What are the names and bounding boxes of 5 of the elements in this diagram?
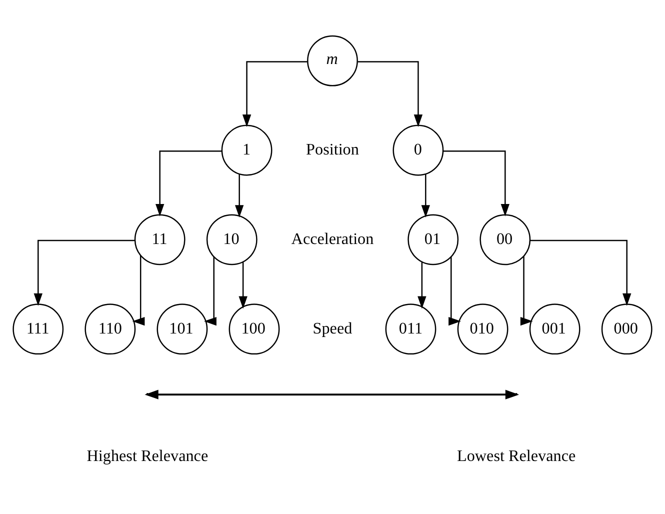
- label: Lowest Relevance: [456, 447, 576, 464]
- label: Speed: [312, 320, 352, 337]
- label: Acceleration: [291, 230, 374, 248]
- label: Highest Relevance: [86, 447, 208, 464]
- label: Position: [306, 140, 359, 158]
